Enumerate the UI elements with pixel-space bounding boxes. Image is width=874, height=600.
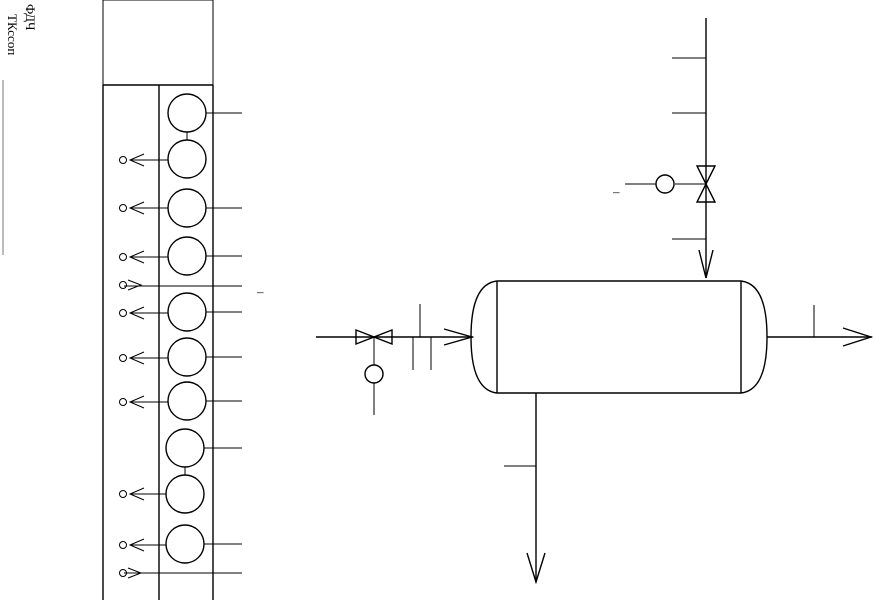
drum-left-head bbox=[470, 280, 498, 394]
minus-mark-valve: – bbox=[612, 184, 620, 199]
column-taps bbox=[119, 153, 168, 579]
right-outlet-arrow bbox=[842, 327, 874, 347]
top-inlet-line bbox=[625, 18, 717, 279]
margin-text-2: ТКссоп bbox=[5, 14, 20, 55]
bottom-outlet-line bbox=[504, 393, 546, 585]
valve-actuator-left bbox=[364, 364, 384, 384]
left-inlet-line bbox=[316, 304, 475, 415]
distillation-column bbox=[102, 0, 214, 600]
instrument-circle bbox=[165, 524, 205, 564]
minus-mark-column: – bbox=[256, 284, 264, 299]
control-valve-left-b[interactable] bbox=[372, 328, 393, 346]
instrument-circle bbox=[165, 428, 205, 468]
column-lead-lines bbox=[124, 112, 242, 574]
instrument-circle bbox=[165, 474, 205, 514]
bottom-outlet-arrow bbox=[526, 552, 546, 585]
margin-text-1: ФДЧ bbox=[23, 4, 38, 31]
horizontal-drum bbox=[470, 280, 768, 394]
instrument-circle bbox=[167, 337, 207, 377]
right-outlet-line bbox=[767, 305, 874, 347]
control-valve-top-lower[interactable] bbox=[695, 182, 717, 203]
instrument-circle bbox=[167, 139, 207, 179]
instrument-circle bbox=[167, 188, 207, 228]
left-inlet-arrow bbox=[443, 328, 475, 346]
instrument-circle bbox=[167, 292, 207, 332]
valve-actuator-top bbox=[655, 174, 675, 194]
control-valve-left-a[interactable] bbox=[355, 328, 376, 346]
top-inlet-arrow bbox=[698, 249, 714, 279]
control-valve-top-upper[interactable] bbox=[695, 165, 717, 186]
instrument-circle bbox=[167, 381, 207, 421]
instrument-circle bbox=[167, 93, 207, 133]
instrument-circle bbox=[167, 236, 207, 276]
column-instruments bbox=[165, 93, 207, 564]
drum-right-head bbox=[740, 280, 768, 394]
column-top-box bbox=[102, 0, 214, 86]
margin-note: ФДЧ ТКссоп bbox=[2, 4, 38, 255]
